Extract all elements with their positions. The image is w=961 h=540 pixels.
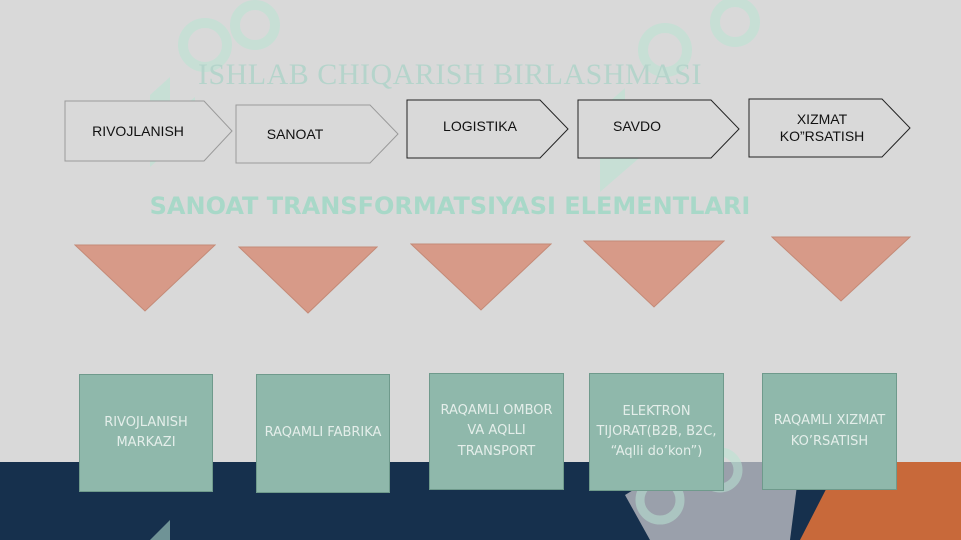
chevron-arrow-icon (235, 104, 399, 164)
element-box-fabrika: RAQAMLI FABRIKA (256, 374, 390, 493)
element-box-xizmat: RAQAMLI XIZMAT KO’RSATISH (762, 373, 897, 490)
chevron-arrow-icon (577, 99, 740, 159)
chevron-label: SAVDO (613, 117, 661, 134)
chevron-xizmat: XIZMAT KO”RSATISH (748, 98, 912, 158)
chevron-label: SANOAT (266, 125, 324, 142)
element-box-ombor: RAQAMLI OMBOR VA AQLLI TRANSPORT (429, 373, 564, 490)
triangle-down-icon (410, 243, 552, 311)
triangle-down-icon (74, 244, 216, 312)
chevron-logistika: LOGISTIKA (406, 99, 570, 159)
chevron-label: XIZMAT KO”RSATISH (779, 111, 865, 144)
element-box-rivojlanish: RIVOJLANISH MARKAZI (79, 374, 213, 492)
chevron-arrow-icon (64, 100, 233, 162)
element-box-tijorat: ELEKTRON TIJORAT(B2B, B2C, “Aqlli do’kon… (589, 373, 724, 491)
chevron-label: LOGISTIKA (443, 117, 517, 134)
triangle-down-icon (238, 246, 378, 314)
chevron-label: RIVOJLANISH (92, 122, 184, 139)
chevron-rivojlanish: RIVOJLANISH (64, 100, 234, 162)
chevron-savdo: SAVDO (577, 99, 741, 159)
chevron-sanoat: SANOAT (235, 104, 400, 164)
page-title: ISHLAB CHIQARISH BIRLASHMASI (197, 58, 703, 91)
section-subtitle: SANOAT TRANSFORMATSIYASI ELEMENTLARI (149, 192, 751, 220)
chevron-arrow-icon (748, 98, 911, 158)
triangle-down-icon (771, 236, 911, 302)
chevron-arrow-icon (406, 99, 569, 159)
triangle-down-icon (583, 240, 725, 308)
